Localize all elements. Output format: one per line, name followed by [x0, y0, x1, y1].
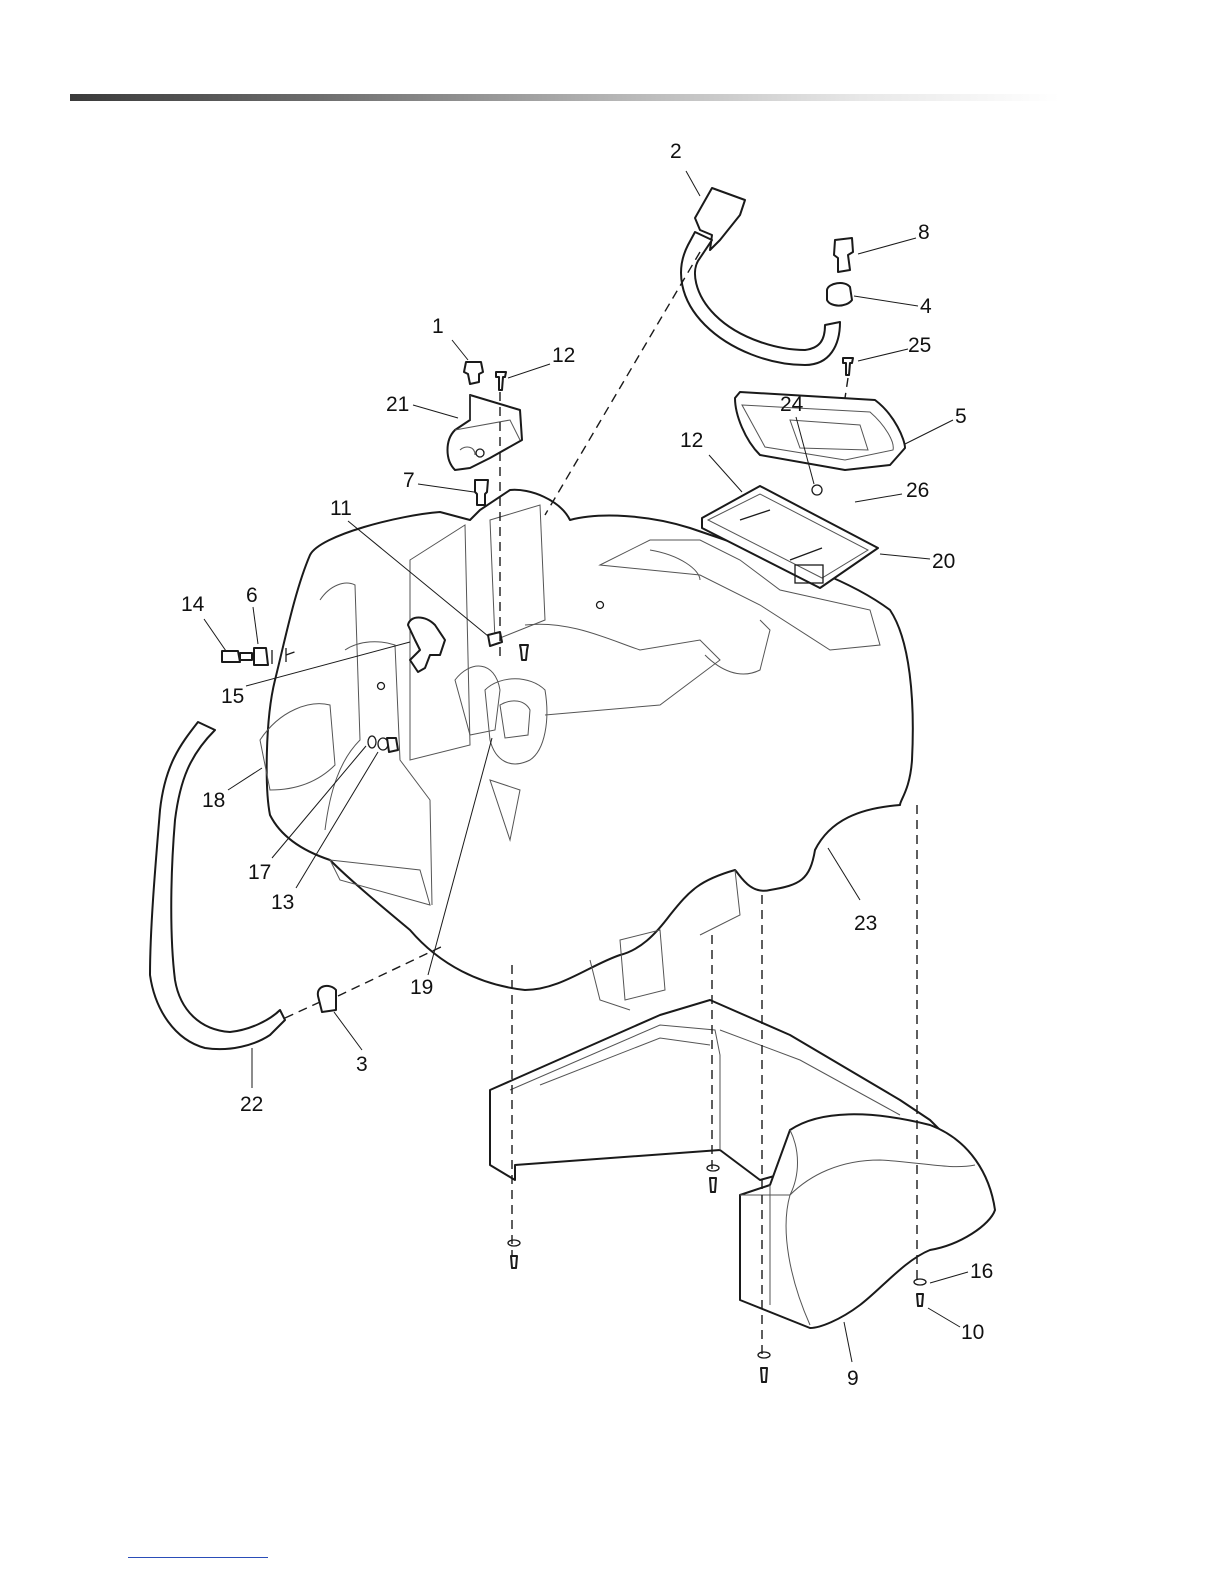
callout-26: 26 [906, 479, 929, 502]
callout-25: 25 [908, 334, 931, 357]
callout-23: 23 [854, 912, 877, 935]
fitting-7 [475, 480, 488, 505]
callout-21: 21 [386, 393, 409, 416]
callout-5: 5 [955, 405, 967, 428]
screw-25 [843, 358, 853, 375]
callout-20: 20 [932, 550, 955, 573]
callout-2: 2 [670, 140, 682, 163]
footer-link-underline [128, 1557, 268, 1558]
callout-15: 15 [221, 685, 244, 708]
callout-7: 7 [403, 469, 415, 492]
fitting-1 [464, 362, 483, 384]
tray-5 [735, 392, 905, 470]
bracket-21 [448, 395, 523, 470]
callout-24: 24 [780, 393, 804, 416]
callout-8: 8 [918, 221, 930, 244]
callout-4: 4 [920, 295, 932, 318]
callout-22: 22 [240, 1093, 263, 1116]
fitting-8 [827, 238, 853, 306]
callout-1: 1 [432, 315, 444, 338]
hose-2 [681, 188, 840, 365]
callout-19: 19 [410, 976, 433, 999]
callout-10: 10 [961, 1321, 984, 1344]
callout-14: 14 [181, 593, 205, 616]
washer-24 [812, 485, 822, 495]
callout-6: 6 [246, 584, 258, 607]
clamp-3 [318, 986, 336, 1012]
callout-3: 3 [356, 1053, 368, 1076]
screw-11 [520, 645, 528, 660]
callout-13: 13 [271, 891, 294, 914]
callout-18: 18 [202, 789, 225, 812]
callout-9: 9 [847, 1367, 859, 1390]
callout-16: 16 [970, 1260, 993, 1283]
callout-12-right: 12 [680, 429, 703, 452]
callout-17: 17 [248, 861, 271, 884]
screw-12-upper [496, 372, 506, 390]
hose-22 [150, 722, 285, 1049]
callout-12-left: 12 [552, 344, 575, 367]
callout-11: 11 [330, 497, 352, 520]
switch-14 [222, 648, 286, 665]
